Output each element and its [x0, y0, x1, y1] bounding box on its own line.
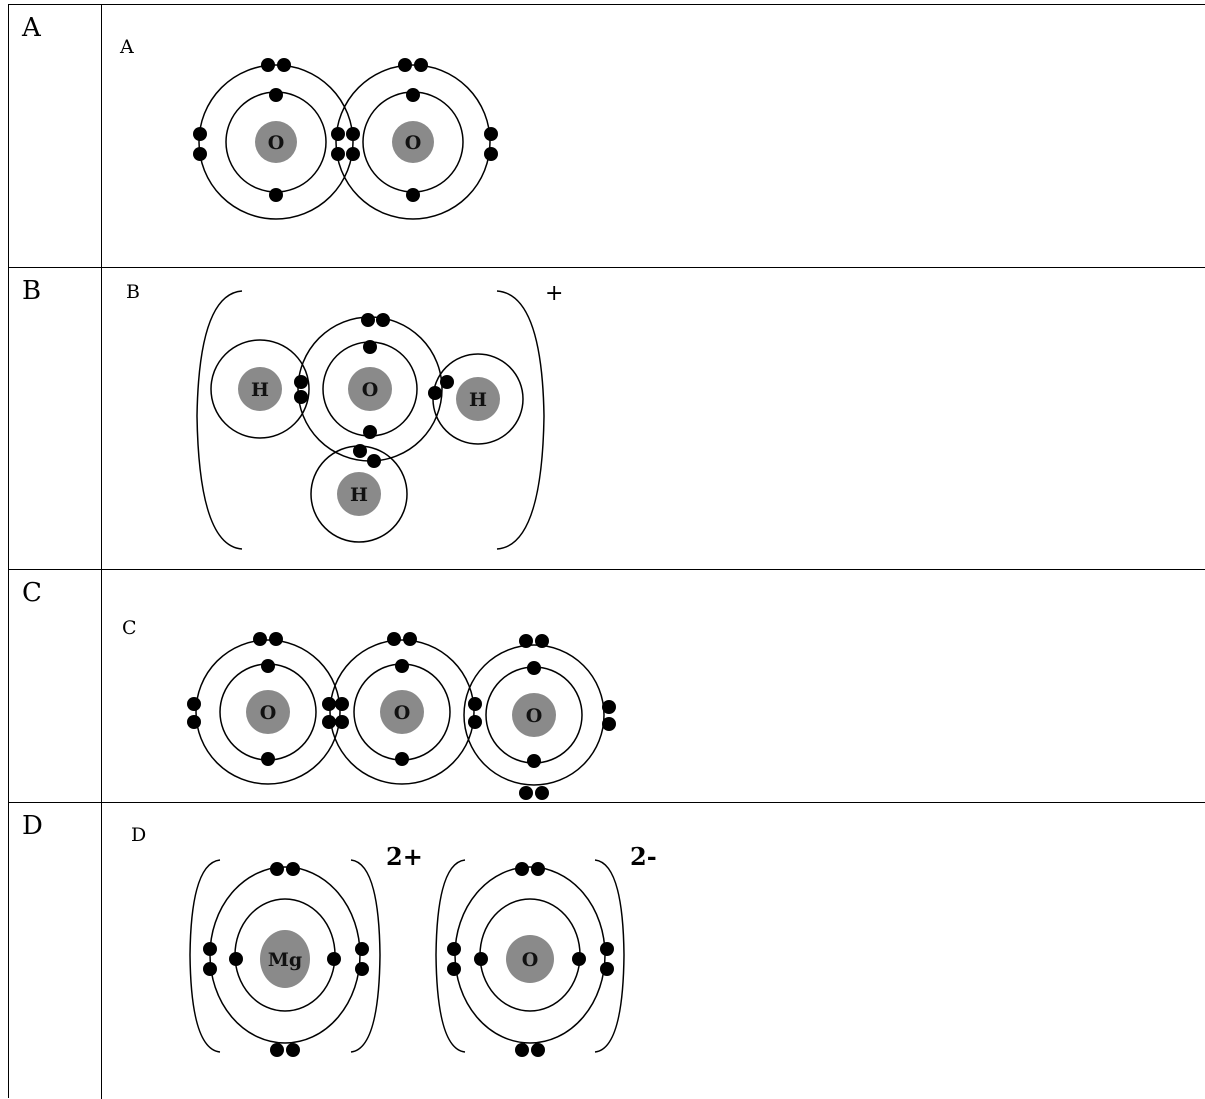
row-label-d: D [22, 811, 43, 841]
nucleus-label: O [394, 702, 411, 724]
table-row-a: A A O O [8, 4, 1205, 268]
table-left-border [8, 4, 9, 1098]
nucleus-label: O [260, 702, 277, 724]
column-divider [101, 803, 102, 1099]
column-divider [101, 5, 102, 268]
row-label-a: A [22, 13, 41, 43]
table-row-c: C C O O O [8, 569, 1205, 803]
diagram-label-a: A [119, 36, 134, 58]
nucleus-label: O [526, 705, 543, 727]
diagram-hydronium-ion: B + H O H H [126, 281, 563, 550]
nucleus-label: O [362, 379, 379, 401]
nucleus-label: O [522, 949, 539, 971]
nucleus-label: O [268, 132, 285, 154]
ion-charge: + [545, 281, 563, 306]
nucleus-label: O [405, 132, 422, 154]
column-divider [101, 268, 102, 570]
ion-charge: 2- [630, 842, 657, 871]
diagram-label-d: D [131, 824, 146, 846]
diagram-label-b: B [126, 281, 140, 303]
nucleus-label: Mg [268, 949, 302, 971]
diagram-o3-molecule: C O O O [122, 617, 616, 800]
nucleus-label: H [251, 379, 269, 401]
nucleus-label: H [469, 389, 487, 411]
row-label-b: B [22, 276, 42, 306]
nucleus-label: H [350, 484, 368, 506]
column-divider [101, 570, 102, 803]
table-row-b: B B + H O H H [8, 267, 1205, 570]
ion-charge: 2+ [386, 842, 423, 871]
diagram-magnesium-oxide: D 2+ 2- Mg O [131, 824, 657, 1057]
table-row-d: D D 2+ 2- Mg O [8, 802, 1205, 1099]
options-table: A A O O [8, 4, 1205, 1099]
diagram-label-c: C [122, 617, 137, 639]
row-label-c: C [22, 578, 42, 608]
diagram-o2-molecule: A O O [119, 36, 498, 220]
